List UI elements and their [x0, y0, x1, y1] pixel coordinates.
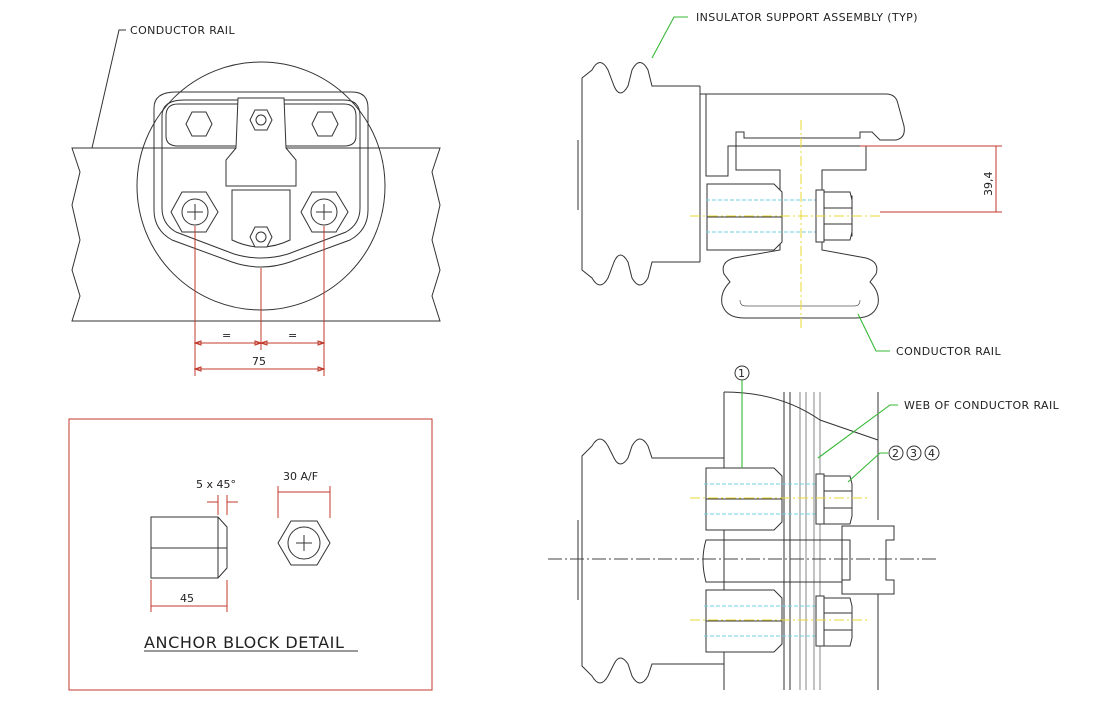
balloon-1-text: 1 [738, 367, 745, 380]
dim-height-lines [860, 145, 1002, 213]
dim-af-lines [277, 486, 331, 518]
lower-nut [823, 597, 853, 647]
dim-equal-right: = [288, 329, 297, 342]
lower-nut-facets [824, 612, 852, 631]
bolt-hole-top-center [255, 114, 267, 126]
rail-outline-plan [71, 147, 441, 322]
balloon-3 [906, 445, 922, 461]
elevation-insulator-profile [581, 438, 724, 684]
upper-clamp-bar [165, 103, 357, 147]
anchor-bolt-left-washer [181, 198, 209, 226]
bolt-hidden-lines [706, 199, 822, 233]
dim-height-offset: 39,4 [982, 172, 995, 197]
upper-nut [823, 475, 853, 525]
plan-view: CONDUCTOR RAIL = = 75 [71, 24, 441, 376]
dim-chamfer: 5 x 45° [196, 478, 236, 491]
balloon-2-text: 2 [892, 447, 899, 460]
side-elevation: 1 2 3 4 WEB OF CONDUCTOR RAIL [548, 365, 1060, 690]
balloon-3-text: 3 [910, 447, 917, 460]
centre-clamp [841, 525, 895, 595]
insulator-profile-upper [581, 62, 700, 286]
rail-web-inner-lines [799, 392, 821, 690]
anchor-bolt-right-washer [310, 198, 338, 226]
bolt-hole-bottom-center [255, 231, 267, 243]
hex-bolt-upper-right [311, 111, 339, 137]
hex-bolt-upper-left [185, 111, 213, 137]
nut-facets [824, 207, 852, 225]
leader-web-of-rail [817, 404, 898, 459]
upper-washer [815, 473, 825, 525]
anchor-block-hole [287, 526, 321, 560]
dim-length-lines [150, 580, 228, 612]
section-view: 39,4 INSULATOR SUPPORT ASSEMBLY (TYP) CO… [577, 11, 1002, 358]
rail-web-curve-top [723, 391, 879, 441]
detail-title: ANCHOR BLOCK DETAIL [144, 633, 345, 652]
anchor-block-detail-panel: 5 x 45° 30 A/F 45 ANCHOR BLOCK DETAIL [68, 418, 433, 691]
dim-block-length: 45 [180, 592, 194, 605]
hex-bolt-bottom-center [249, 226, 273, 248]
upper-nut-facets [824, 490, 852, 509]
anchor-bolt-right-cross [316, 204, 332, 220]
clamp-body-outline [153, 91, 369, 268]
leader-insulator-support [651, 16, 688, 59]
balloon-4-text: 4 [928, 447, 935, 460]
insulator-shank [702, 539, 843, 583]
dim-chamfer-lines [207, 495, 238, 515]
support-arm [700, 93, 905, 177]
label-conductor-rail-plan: CONDUCTOR RAIL [130, 24, 235, 37]
upper-bolt-hidden [704, 483, 820, 515]
leader-conductor-rail-plan [91, 29, 126, 149]
anchor-block-centre-cross [296, 535, 312, 551]
balloon-2 [888, 445, 904, 461]
clamp-inner-outline [161, 99, 361, 259]
dimension-75 [193, 226, 326, 376]
lower-washer [815, 595, 825, 647]
leader-items-2-3-4 [847, 452, 888, 483]
rail-inner-foot [739, 299, 861, 307]
detail-frame [68, 418, 433, 691]
anchor-bolt-left-cross [187, 204, 203, 220]
label-insulator-support: INSULATOR SUPPORT ASSEMBLY (TYP) [696, 11, 918, 24]
label-conductor-rail-section: CONDUCTOR RAIL [896, 345, 1001, 358]
leader-conductor-rail-section [857, 313, 890, 352]
dim-across-flats: 30 A/F [283, 470, 318, 483]
dim-equal-left: = [222, 329, 231, 342]
lower-bolt-hidden [704, 605, 820, 637]
hex-bolt-top-center [249, 109, 273, 131]
label-web-of-conductor-rail: WEB OF CONDUCTOR RAIL [904, 399, 1060, 412]
center-tab [225, 97, 297, 187]
dim-spacing-total: 75 [252, 355, 266, 368]
balloon-4 [924, 445, 940, 461]
